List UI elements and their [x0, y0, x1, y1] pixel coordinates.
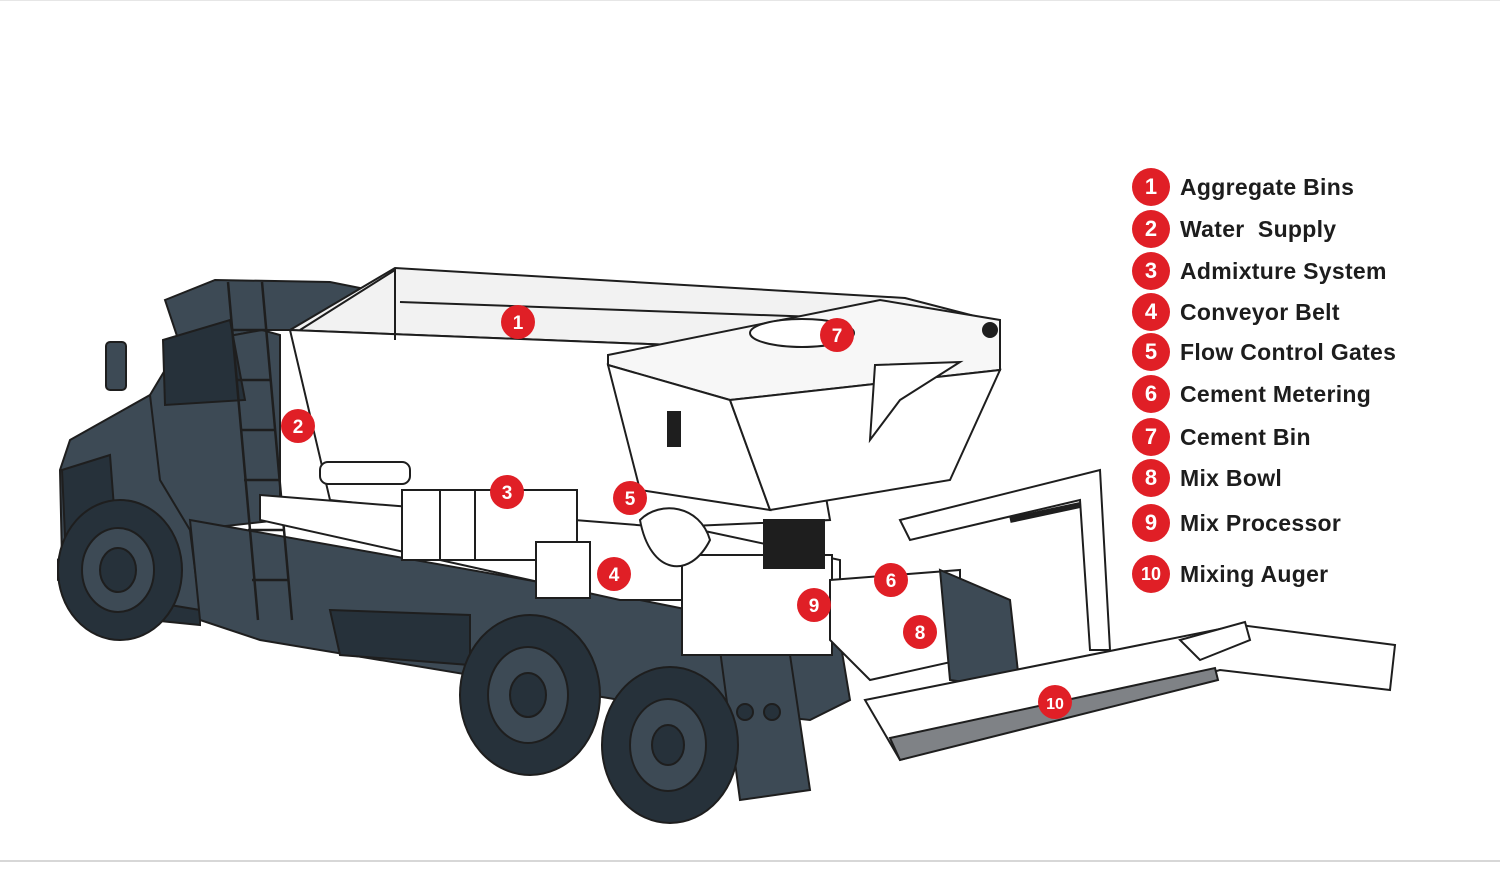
callout-number: 7: [832, 326, 843, 347]
legend-item: 10 Mixing Auger: [1132, 554, 1328, 594]
callout-badge-8: 8: [903, 615, 937, 649]
legend-number-badge: 4: [1132, 293, 1170, 331]
legend-item: 6 Cement Metering: [1132, 374, 1371, 414]
callout-badge-10: 10: [1038, 685, 1072, 719]
ladder: [226, 281, 294, 621]
callout-badge-4: 4: [597, 557, 631, 591]
callout-number: 3: [502, 483, 513, 504]
callout-badge-9: 9: [797, 588, 831, 622]
legend-number-badge: 9: [1132, 504, 1170, 542]
callout-badge-3: 3: [490, 475, 524, 509]
legend-label: Cement Metering: [1180, 380, 1372, 407]
callout-number: 6: [886, 571, 897, 592]
callout-number: 9: [809, 596, 820, 617]
legend-label: Mix Bowl: [1180, 464, 1283, 491]
legend-item: 4 Conveyor Belt: [1132, 292, 1340, 332]
legend-label: Mixing Auger: [1180, 560, 1329, 587]
legend-label: Water Supply: [1180, 215, 1337, 242]
legend-label: Conveyor Belt: [1180, 298, 1340, 325]
callout-number: 1: [513, 313, 524, 334]
legend-label: Aggregate Bins: [1180, 173, 1355, 200]
rear-wheel-2: [601, 666, 739, 824]
callout-badge-5: 5: [613, 481, 647, 515]
callout-badge-1: 1: [501, 305, 535, 339]
callout-badges: 1 2 3 4 5 6 7 8 9 10: [281, 305, 1072, 719]
legend-number-badge: 7: [1132, 418, 1170, 456]
legend-number-badge: 1: [1132, 168, 1170, 206]
legend-label: Cement Bin: [1180, 423, 1311, 450]
callout-badge-6: 6: [874, 563, 908, 597]
callout-badge-2: 2: [281, 409, 315, 443]
legend-item: 9 Mix Processor: [1132, 503, 1341, 543]
top-border: [0, 0, 1500, 1]
cement-bin: [606, 298, 1002, 512]
callout-badge-7: 7: [820, 318, 854, 352]
legend-number-badge: 2: [1132, 210, 1170, 248]
legend-item: 2 Water Supply: [1132, 209, 1336, 249]
legend-item: 1 Aggregate Bins: [1132, 167, 1354, 207]
mix-assembly: [829, 468, 1112, 692]
callout-number: 8: [915, 623, 926, 644]
callout-number: 5: [625, 489, 636, 510]
legend-number-badge: 3: [1132, 252, 1170, 290]
bottom-border: [0, 860, 1500, 862]
legend-number-badge: 10: [1132, 555, 1170, 593]
legend-item: 5 Flow Control Gates: [1132, 332, 1396, 372]
front-wheel: [57, 499, 183, 641]
legend-item: 7 Cement Bin: [1132, 417, 1311, 457]
legend-label: Mix Processor: [1180, 509, 1342, 536]
legend-label: Flow Control Gates: [1180, 338, 1397, 365]
legend-number-badge: 8: [1132, 459, 1170, 497]
legend-number-badge: 5: [1132, 333, 1170, 371]
deck-equipment: [259, 461, 841, 656]
callout-number: 4: [609, 565, 620, 586]
legend-item: 8 Mix Bowl: [1132, 458, 1282, 498]
legend-label: Admixture System: [1180, 257, 1387, 284]
callout-number: 2: [293, 417, 304, 438]
callout-number: 10: [1046, 696, 1064, 713]
rear-wheel-1: [459, 614, 601, 776]
legend-number-badge: 6: [1132, 375, 1170, 413]
legend-item: 3 Admixture System: [1132, 251, 1387, 291]
